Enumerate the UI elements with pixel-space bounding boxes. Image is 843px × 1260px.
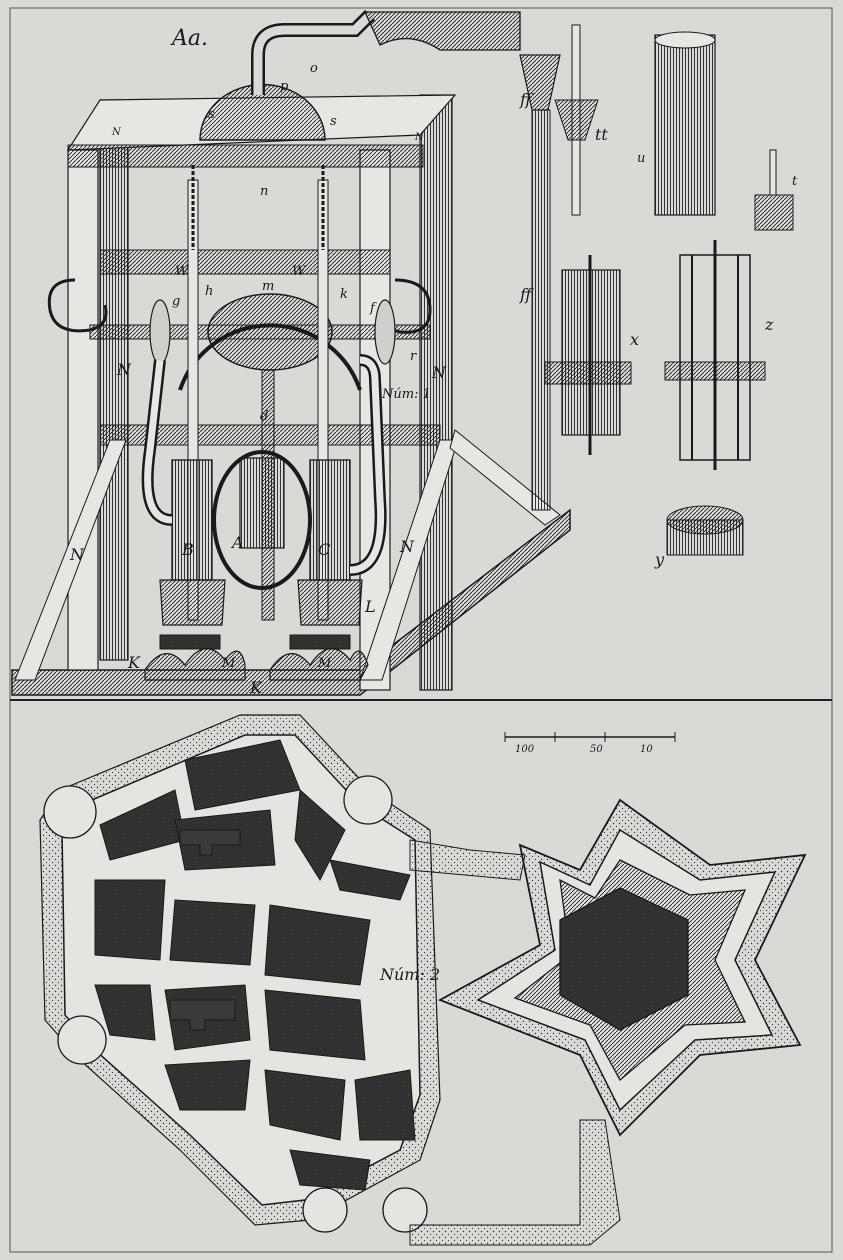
frame-post-left-front bbox=[67, 149, 99, 671]
flywheel-right bbox=[374, 299, 396, 365]
church-north bbox=[179, 829, 241, 856]
label-s-left: s bbox=[208, 107, 215, 122]
label-k: k bbox=[340, 287, 348, 302]
town-block bbox=[289, 1149, 371, 1191]
bastion-nw bbox=[43, 785, 97, 839]
screw-drum bbox=[207, 293, 333, 371]
flywheel-left bbox=[149, 299, 171, 365]
plunger-tt: tt bbox=[554, 24, 608, 216]
label-n-top-left: N bbox=[111, 127, 122, 138]
label-s-right: s bbox=[330, 114, 337, 129]
label-g: g bbox=[172, 294, 180, 309]
label-n-lower-right: N bbox=[399, 537, 415, 556]
piston-t: t bbox=[754, 149, 798, 231]
label-h: h bbox=[205, 284, 213, 299]
label-x: x bbox=[630, 330, 639, 349]
cylinder-u: u bbox=[637, 31, 716, 216]
town-block bbox=[264, 989, 366, 1061]
figure-number-2: Núm: 2 bbox=[379, 965, 440, 984]
cage-cylinder-z: z bbox=[664, 240, 774, 470]
frame-beam-mid bbox=[99, 249, 391, 275]
bastion-s bbox=[302, 1187, 348, 1233]
frame-post-left bbox=[99, 99, 129, 661]
church-south bbox=[169, 999, 236, 1031]
cage-wheel-a bbox=[212, 450, 312, 590]
label-n-right: N bbox=[431, 363, 447, 382]
plate-signature: Aa. bbox=[170, 26, 208, 51]
label-m-right: M bbox=[317, 656, 332, 671]
label-m-left: M bbox=[221, 656, 236, 671]
town-blocks bbox=[94, 739, 416, 1191]
pumping-machine-figure: Aa. p o s s N N n W W g h m k f r d N N … bbox=[11, 10, 571, 697]
label-k-right: K bbox=[249, 678, 263, 697]
label-l: L bbox=[364, 597, 376, 616]
label-n-left: N bbox=[116, 360, 132, 379]
ring-y: y bbox=[654, 505, 744, 569]
scale-tick-100: 100 bbox=[515, 744, 535, 755]
cylinder-x: x bbox=[544, 255, 639, 455]
town-block bbox=[94, 984, 156, 1041]
bastion-sw bbox=[57, 1015, 107, 1065]
label-y: y bbox=[654, 550, 665, 569]
label-w-left: W bbox=[175, 264, 190, 279]
pump-cylinder-c bbox=[297, 459, 363, 626]
label-t: t bbox=[792, 174, 798, 189]
brace-left bbox=[14, 439, 127, 681]
detail-parts: tt u t x z bbox=[544, 24, 798, 569]
bastion-ne bbox=[343, 775, 393, 825]
label-n-lower-left: N bbox=[69, 545, 85, 564]
label-m: m bbox=[262, 279, 274, 294]
fortification-plan-figure: 100 50 10 bbox=[39, 714, 807, 1246]
town-block bbox=[164, 1059, 251, 1111]
label-k-left: K bbox=[127, 653, 141, 672]
label-u: u bbox=[637, 151, 645, 166]
label-n-top-right: N bbox=[414, 132, 425, 143]
star-citadel bbox=[437, 798, 807, 1137]
label-d: d bbox=[260, 409, 268, 424]
town-block bbox=[294, 788, 346, 882]
scale-bar: 100 50 10 bbox=[504, 732, 676, 755]
frame-post-right bbox=[419, 94, 453, 691]
pump-cylinder-b bbox=[159, 459, 226, 626]
label-r: r bbox=[410, 349, 417, 364]
scroll-bracket-left bbox=[47, 278, 108, 333]
causeway bbox=[409, 839, 526, 881]
scale-tick-10: 10 bbox=[640, 744, 653, 755]
label-p: p bbox=[280, 79, 289, 94]
label-tt: tt bbox=[595, 125, 608, 144]
frame-beam-top bbox=[67, 144, 424, 168]
plate-border bbox=[9, 7, 833, 1253]
label-ff-upper: ff bbox=[519, 90, 534, 109]
label-z: z bbox=[764, 315, 774, 334]
discharge-pipe bbox=[531, 109, 551, 511]
scale-tick-50: 50 bbox=[590, 744, 603, 755]
label-ff-lower: ff bbox=[519, 285, 534, 304]
label-f: f bbox=[369, 301, 377, 316]
top-cistern bbox=[363, 11, 521, 51]
label-c: C bbox=[318, 540, 330, 559]
town-block bbox=[329, 859, 411, 901]
label-n-small: n bbox=[260, 184, 268, 199]
label-w-right: W bbox=[292, 264, 307, 279]
strainer-left bbox=[144, 634, 246, 681]
town-block bbox=[354, 1069, 416, 1141]
label-b: B bbox=[181, 540, 194, 559]
top-half-wheel bbox=[199, 83, 326, 141]
town-block bbox=[264, 904, 371, 986]
town-block bbox=[264, 1069, 346, 1141]
town-block bbox=[169, 899, 256, 966]
citadel-parade-ground bbox=[559, 887, 689, 1031]
causeway-south bbox=[409, 1119, 621, 1246]
label-o: o bbox=[310, 61, 318, 76]
label-a: A bbox=[230, 533, 244, 552]
town-block bbox=[94, 879, 166, 961]
figure-number-1: Núm: 1 bbox=[381, 387, 431, 402]
bastion-se bbox=[382, 1187, 428, 1233]
strainer-right bbox=[269, 634, 369, 681]
